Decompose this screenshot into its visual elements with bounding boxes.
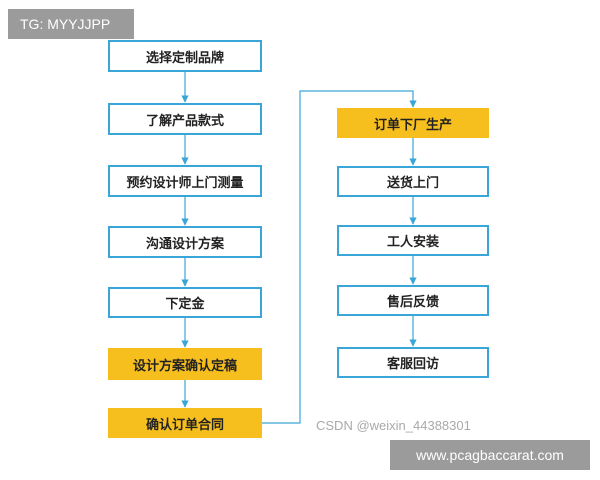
step-deposit: 下定金 — [108, 287, 262, 318]
step-factory-production: 订单下厂生产 — [337, 108, 489, 138]
step-confirm-contract: 确认订单合同 — [108, 408, 262, 438]
step-after-sales: 售后反馈 — [337, 285, 489, 316]
step-delivery: 送货上门 — [337, 166, 489, 197]
step-confirm-design: 设计方案确认定稿 — [108, 348, 262, 380]
step-book-measurement: 预约设计师上门测量 — [108, 165, 262, 197]
step-learn-styles: 了解产品款式 — [108, 103, 262, 135]
step-follow-up: 客服回访 — [337, 347, 489, 378]
step-select-brand: 选择定制品牌 — [108, 40, 262, 72]
step-discuss-design: 沟通设计方案 — [108, 226, 262, 258]
tg-label: TG: MYYJJPP — [8, 9, 134, 39]
site-label: www.pcagbaccarat.com — [390, 440, 590, 470]
cross-connector — [262, 90, 417, 424]
step-installation: 工人安装 — [337, 225, 489, 256]
csdn-watermark: CSDN @weixin_44388301 — [316, 418, 471, 433]
